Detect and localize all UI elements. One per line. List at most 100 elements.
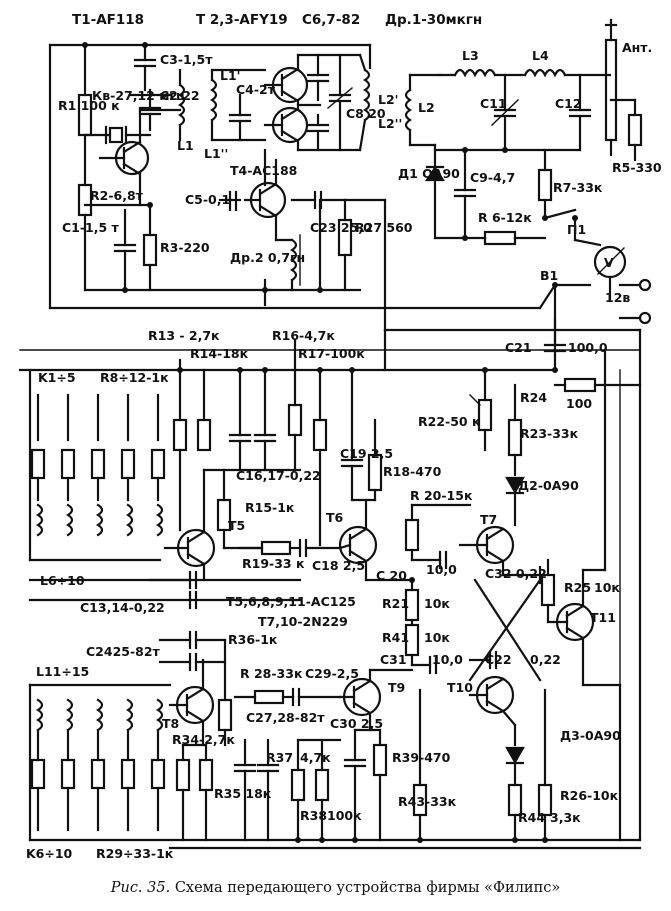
figure-label: Рис. 35. — [110, 880, 171, 896]
component-labels: T1-AF118 T 2,3-AFY19 C6,7-82 Др.1-30мкгн… — [26, 12, 662, 861]
label-r14: R14-18к — [190, 346, 249, 361]
label-l4: L4 — [532, 48, 549, 63]
label-l2-prime: L2' — [378, 92, 399, 107]
coder-section — [18, 283, 642, 850]
label-l1-dprime: L1'' — [204, 146, 228, 161]
label-antenna: Ант. — [622, 40, 652, 55]
label-r43: R43-33к — [398, 794, 457, 809]
label-d3: Д3-0А90 — [560, 728, 621, 743]
label-c20: C 20 — [376, 568, 407, 583]
label-c22-value: 0,22 — [530, 652, 561, 667]
label-c5: C5-0,1 — [185, 192, 230, 207]
label-c8: C8 20 — [346, 106, 386, 121]
label-r37: R37 — [266, 750, 293, 765]
label-r44-value: 3,3к — [550, 810, 581, 825]
label-c23: C23 25,0 — [310, 220, 372, 235]
label-r21-value: 10к — [424, 596, 450, 611]
label-r17: R17-100к — [298, 346, 365, 361]
label-r3: R3-220 — [160, 240, 210, 255]
label-t9: T9 — [388, 680, 405, 695]
label-t5: T5 — [228, 518, 245, 533]
label-l2-dprime: L2'' — [378, 116, 402, 131]
label-c31-value: 10,0 — [432, 652, 463, 667]
label-d1: Д1 ОА90 — [398, 166, 460, 181]
label-r19: R19-33 к — [242, 556, 305, 571]
label-r18: R18-470 — [383, 464, 442, 479]
label-t4: T4-AC188 — [230, 163, 297, 178]
label-r22: R22-50 к — [418, 414, 481, 429]
label-voltmeter: V — [604, 255, 614, 270]
label-c16-17: C16,17-0,22 — [236, 468, 321, 483]
label-r2: R2-6,8т — [90, 188, 144, 203]
label-l11-15: L11÷15 — [36, 664, 89, 679]
label-dr1: Др.1-30мкгн — [385, 12, 482, 28]
label-r7: R7-33к — [553, 180, 603, 195]
figure-caption: Рис. 35. Схема передающего устройства фи… — [0, 880, 671, 896]
label-c20-value: 10,0 — [426, 562, 457, 577]
label-c12: C12 — [555, 96, 582, 111]
label-t1: T1-AF118 — [72, 12, 144, 28]
label-b1: B1 — [540, 268, 558, 283]
label-r24-value: 100 — [566, 396, 592, 411]
label-c32: C32 0,22 — [485, 566, 547, 581]
label-r27: R27 560 — [355, 220, 413, 235]
label-r1: R1 100 к — [58, 98, 120, 113]
label-t8: T8 — [162, 716, 179, 731]
label-c11: C11 — [480, 96, 507, 111]
junction-dots — [82, 42, 558, 843]
rf-transmitter-section — [48, 18, 652, 332]
label-c31: C31 — [380, 652, 407, 667]
label-r39: R39-470 — [392, 750, 451, 765]
figure-title: Схема передающего устройства фирмы «Фили… — [174, 880, 561, 896]
label-transistor-list-1: T5,6,8,9,11-AC125 — [226, 594, 356, 609]
label-c27-28: C27,28-82т — [246, 710, 325, 725]
label-l2: L2 — [418, 100, 435, 115]
label-t7: T7 — [480, 512, 497, 527]
label-c29: C29-2,5 — [305, 666, 359, 681]
label-t10: T10 — [447, 680, 473, 695]
label-k1-5: K1÷5 — [38, 370, 76, 385]
label-l1-left: L1 — [177, 138, 194, 153]
label-r26: R26-10к — [560, 788, 619, 803]
label-k6-10: K6÷10 — [26, 846, 73, 861]
label-r16: R16-4,7к — [272, 328, 335, 343]
label-c21-value: 100,0 — [568, 340, 608, 355]
label-dr2: Др.2 0,7гн — [230, 250, 305, 265]
label-r36: R36-1к — [228, 632, 278, 647]
label-r41: R41 — [382, 630, 409, 645]
label-r34: R34-2,7к — [172, 732, 235, 747]
label-r15: R15-1к — [245, 500, 295, 515]
label-r41-value: 10к — [424, 630, 450, 645]
label-r28: R 28-33к — [240, 666, 303, 681]
label-kv: Кв-27,12 мгц — [92, 88, 185, 103]
label-r13: R13 - 2,7к — [148, 328, 220, 343]
label-l3: L3 — [462, 48, 479, 63]
label-r29-33: R29÷33-1к — [96, 846, 174, 861]
label-12v: 12в — [605, 290, 630, 305]
label-r35: R35 18к — [214, 786, 272, 801]
label-c2: C2 22 — [160, 88, 200, 103]
key-block-lower — [28, 683, 172, 842]
label-r38: R38100к — [300, 808, 362, 823]
label-t6: T6 — [326, 510, 344, 525]
label-c21: C21 — [505, 340, 532, 355]
label-c19: C19 2,5 — [340, 446, 393, 461]
label-l6-10: L6÷10 — [40, 573, 85, 588]
label-c22: C22 — [485, 652, 512, 667]
label-r6: R 6-12к — [478, 210, 532, 225]
label-c24-25: C2425-82т — [86, 644, 161, 659]
label-c4: C4-2т — [236, 82, 276, 97]
label-c9: C9-4,7 — [470, 170, 515, 185]
label-r21: R21 — [382, 596, 409, 611]
label-r20: R 20-15к — [410, 488, 473, 503]
label-r25-value: 10к — [594, 580, 620, 595]
label-r25: R25 — [564, 580, 591, 595]
label-r37-value: 4,7к — [300, 750, 331, 765]
label-r24: R24 — [520, 390, 547, 405]
label-c1: C1-1,5 т — [62, 220, 120, 235]
label-c3: C3-1,5т — [160, 52, 213, 67]
label-c30: C30 2,5 — [330, 716, 383, 731]
label-l1-prime: L1' — [220, 68, 241, 83]
label-d2: Д2-0А90 — [518, 478, 579, 493]
